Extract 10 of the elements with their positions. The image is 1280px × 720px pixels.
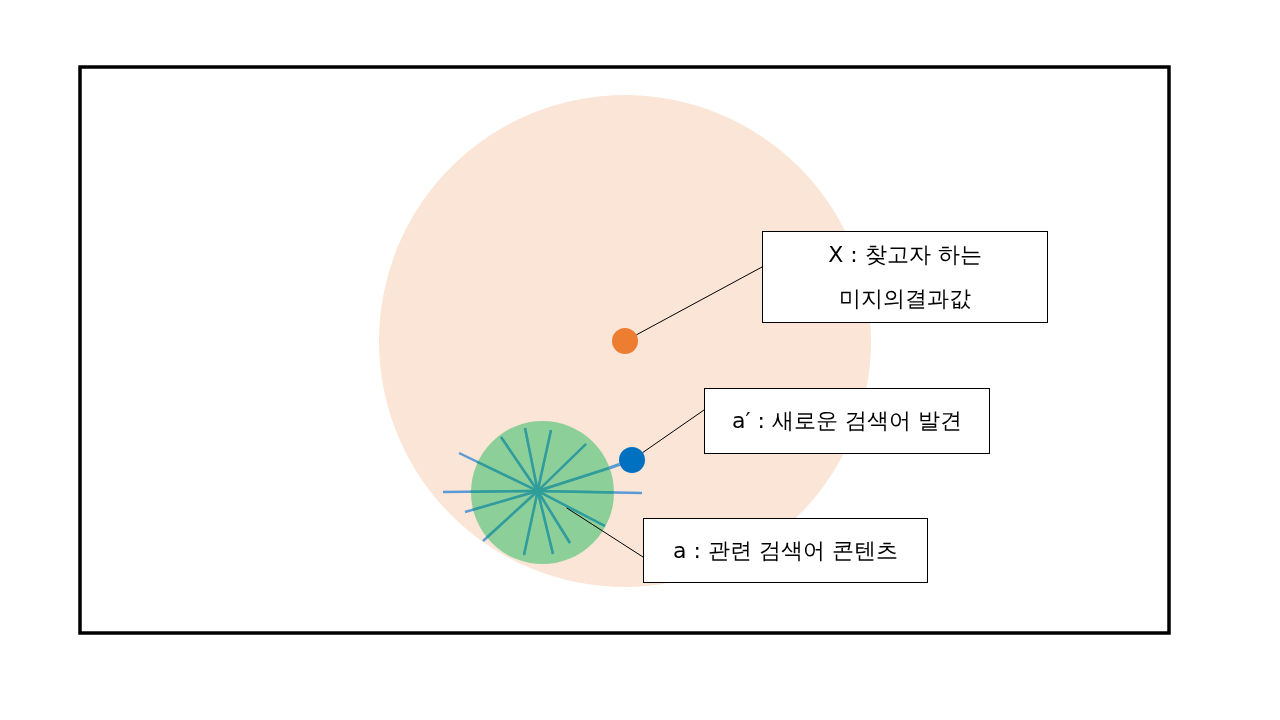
leader-line xyxy=(635,266,763,336)
dot xyxy=(619,447,645,473)
leader-line xyxy=(566,507,644,558)
callout-box: a : 관련 검색어 콘텐츠 xyxy=(643,518,928,583)
callout-box: a′ : 새로운 검색어 발견 xyxy=(704,388,990,454)
callout-box: X : 찾고자 하는 미지의결과값 xyxy=(762,231,1048,323)
dot xyxy=(612,328,638,354)
leader-line xyxy=(642,409,705,454)
inner-circle xyxy=(470,420,614,564)
connector-line xyxy=(608,462,621,470)
